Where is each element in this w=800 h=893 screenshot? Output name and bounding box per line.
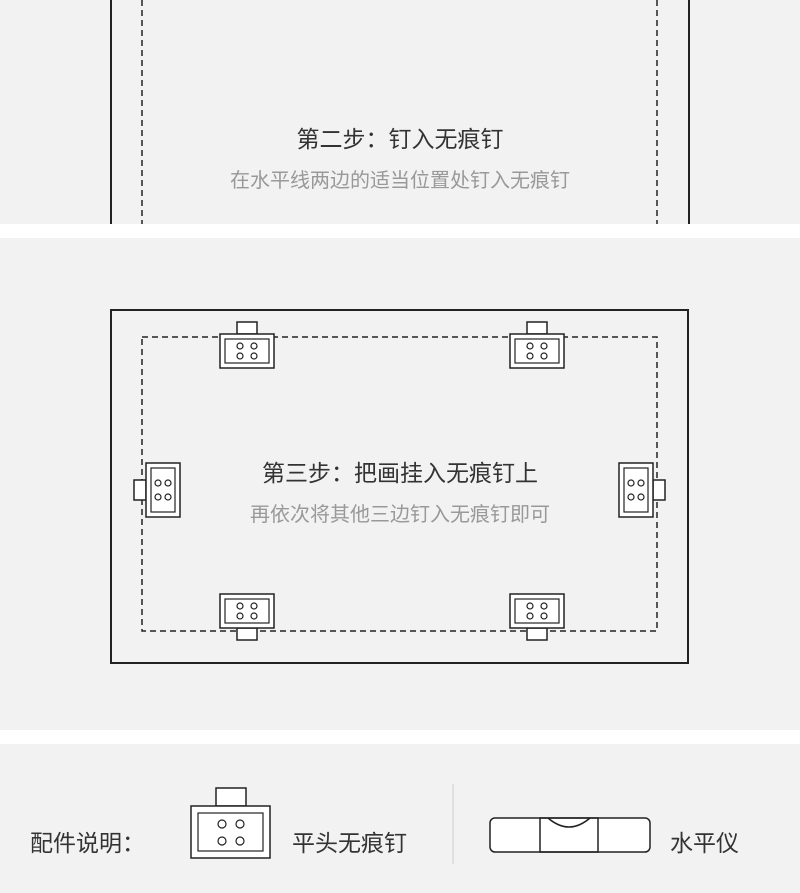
step-2-description: 在水平线两边的适当位置处钉入无痕钉 <box>230 168 570 192</box>
legend-icons-drawing <box>190 784 651 864</box>
nail-bottom-right-icon <box>509 593 565 641</box>
accessories-legend-panel: 配件说明： 平头无痕钉 水平仪 <box>0 744 800 893</box>
flat-head-nail-icon <box>190 787 271 859</box>
legend-item-flat-head-nail-label: 平头无痕钉 <box>292 831 407 857</box>
nail-top-left-icon <box>219 321 275 369</box>
step-2-title: 第二步：钉入无痕钉 <box>296 127 504 153</box>
nail-top-right-icon <box>509 321 565 369</box>
picture-frame-outline <box>110 309 689 664</box>
legend-item-spirit-level-label: 水平仪 <box>670 831 739 857</box>
legend-heading: 配件说明： <box>30 831 145 857</box>
nail-bottom-left-icon <box>219 593 275 641</box>
step-3-frame-drawing <box>110 309 689 664</box>
step-3-description: 再依次将其他三边钉入无痕钉即可 <box>250 502 550 526</box>
step-3-panel: 第三步：把画挂入无痕钉上 再依次将其他三边钉入无痕钉即可 <box>0 238 800 730</box>
step-3-title: 第三步：把画挂入无痕钉上 <box>262 461 538 487</box>
step-2-frame-drawing <box>110 0 690 224</box>
spirit-level-icon <box>489 817 651 853</box>
step-2-panel: 第二步：钉入无痕钉 在水平线两边的适当位置处钉入无痕钉 <box>0 0 800 224</box>
